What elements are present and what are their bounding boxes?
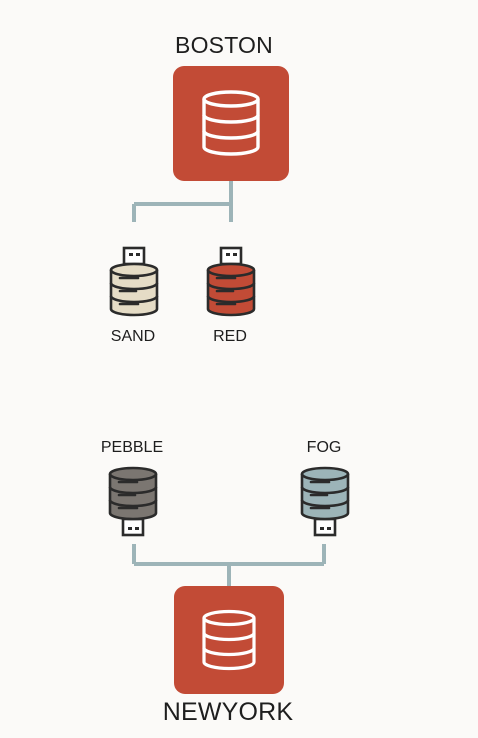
database-icon	[173, 66, 289, 181]
drive-label-fog: FOG	[306, 439, 342, 456]
site-node-newyork	[174, 586, 284, 699]
site-node-boston	[173, 66, 289, 186]
drive-label-red: RED	[213, 328, 247, 345]
database-icon	[174, 586, 284, 694]
drive-sand	[108, 246, 160, 323]
drive-label-sand: SAND	[110, 328, 156, 345]
drive-label-pebble: PEBBLE	[100, 439, 164, 456]
drive-red	[205, 246, 257, 323]
drive-pebble	[107, 465, 159, 542]
site-label-newyork: NEWYORK	[162, 698, 294, 726]
usb-drive-icon	[206, 246, 256, 317]
drive-fog	[299, 465, 351, 542]
usb-drive-icon	[108, 466, 158, 537]
usb-drive-icon	[109, 246, 159, 317]
site-label-boston: BOSTON	[175, 32, 273, 58]
usb-drive-icon	[300, 466, 350, 537]
